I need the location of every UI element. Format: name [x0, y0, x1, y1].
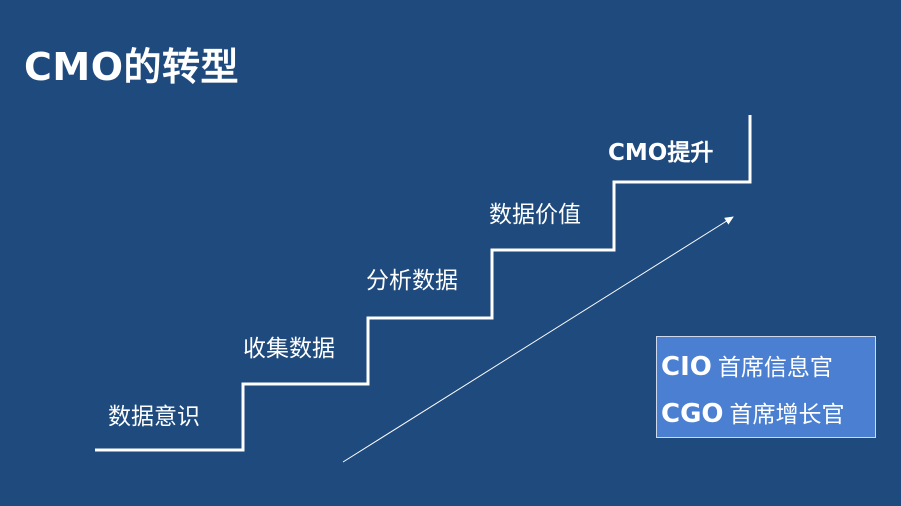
staircase-line	[95, 115, 752, 452]
step-label-3: 分析数据	[366, 268, 458, 294]
step-label-1: 数据意识	[108, 404, 200, 430]
step-label-2: 收集数据	[243, 336, 335, 362]
role-name: 首席信息官	[717, 355, 833, 381]
page-title: CMO的转型	[24, 45, 240, 89]
role-abbr: CGO	[661, 399, 724, 429]
role-abbr: CIO	[661, 352, 712, 382]
role-name: 首席增长官	[729, 402, 845, 428]
growth-arrow	[342, 216, 734, 463]
step-label-4: 数据价值	[489, 202, 581, 228]
step-label-5: CMO提升	[608, 140, 714, 166]
